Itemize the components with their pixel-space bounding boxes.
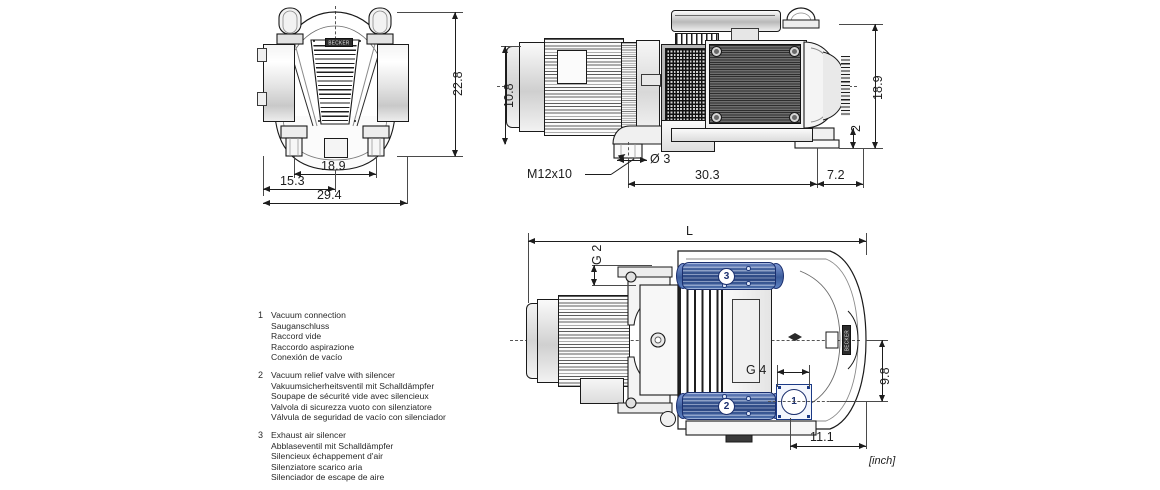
dim-front-height: 22.8 bbox=[451, 71, 465, 96]
callout-label-3: 3 bbox=[723, 270, 730, 282]
legend-line: Valvola di sicurezza vuoto con silenziat… bbox=[271, 401, 432, 412]
legend-line: Exhaust air silencer bbox=[271, 429, 346, 440]
legend-line: Vakuumsicherheitsventil mit Schalldämpfe… bbox=[271, 380, 435, 391]
dim-side-18-9: 18.9 bbox=[871, 75, 885, 100]
brand-logo-badge: BECKER bbox=[325, 38, 353, 47]
dim-top-G4: G 4 bbox=[746, 363, 767, 377]
legend-item-2: 2 Vacuum relief valve with silencer Vaku… bbox=[258, 370, 458, 423]
legend-number: 1 bbox=[258, 310, 264, 320]
front-elevation-view: BECKER bbox=[255, 0, 480, 215]
callout-label-1: 1 bbox=[791, 396, 797, 407]
dim-top-G2: G 2 bbox=[590, 244, 604, 265]
legend-line: Raccord vide bbox=[271, 331, 322, 342]
top-pump-fins bbox=[678, 277, 722, 403]
front-left-port bbox=[276, 6, 304, 46]
unit-note: [inch] bbox=[869, 455, 896, 467]
dim-front-18-9: 18.9 bbox=[321, 159, 346, 173]
exhaust-air-silencer: 3 bbox=[676, 262, 784, 290]
pump-bolt-br bbox=[789, 112, 800, 123]
callout-label-2: 2 bbox=[723, 400, 730, 412]
legend-line: Conexión de vacío bbox=[271, 352, 343, 363]
legend-number: 2 bbox=[258, 369, 264, 380]
legend: 1 Vacuum connection Sauganschluss Raccor… bbox=[258, 310, 458, 490]
legend-line: Raccordo aspirazione bbox=[271, 341, 355, 352]
front-vent-grille bbox=[313, 42, 357, 122]
legend-line: Sauganschluss bbox=[271, 320, 330, 331]
dim-side-2: 2 bbox=[849, 124, 863, 132]
pump-body-stripes bbox=[709, 44, 801, 124]
front-right-port bbox=[366, 6, 394, 46]
dim-side-7-2: 7.2 bbox=[827, 168, 845, 182]
legend-line: Abblaseventil mit Schalldämpfer bbox=[271, 440, 394, 451]
annotation-m12x10: M12x10 bbox=[527, 167, 573, 181]
dim-top-9-8: 9.8 bbox=[878, 367, 892, 385]
top-motor-terminal-box bbox=[580, 378, 624, 404]
endcap-ribs bbox=[841, 56, 850, 116]
front-center-foot bbox=[324, 138, 348, 158]
brand-logo-text: BECKER bbox=[328, 39, 350, 46]
dim-front-15-3: 15.3 bbox=[280, 174, 305, 188]
front-left-housing bbox=[263, 44, 295, 122]
legend-line: Silenciador de escape de aire bbox=[271, 472, 385, 483]
legend-line: Silencieux échappement d'air bbox=[271, 451, 383, 462]
top-plan-view: BECKER 3 2 bbox=[500, 215, 920, 480]
front-right-housing bbox=[377, 44, 409, 122]
legend-line: Vacuum connection bbox=[271, 310, 346, 320]
top-brand-logo-text: BECKER bbox=[843, 329, 850, 351]
dim-front-29-4: 29.4 bbox=[317, 188, 342, 202]
legend-item-3: 3 Exhaust air silencer Abblaseventil mit… bbox=[258, 430, 458, 483]
callout-badge-3: 3 bbox=[718, 268, 735, 285]
callout-badge-1: 1 bbox=[781, 389, 807, 415]
legend-line: Silenziatore scarico aria bbox=[271, 461, 363, 472]
callout-badge-2: 2 bbox=[718, 398, 735, 415]
side-base-rail bbox=[671, 128, 813, 142]
dim-side-10-8: 10.8 bbox=[502, 83, 516, 108]
top-small-flange bbox=[660, 411, 676, 427]
front-right-foot bbox=[362, 125, 390, 157]
pump-bolt-tl bbox=[711, 46, 722, 57]
legend-number: 3 bbox=[258, 429, 264, 440]
legend-line: Soupape de sécurité vide avec silencieux bbox=[271, 391, 429, 402]
front-left-foot bbox=[280, 125, 308, 157]
vacuum-connection-flange: 1 bbox=[776, 384, 812, 420]
motor-terminal-box bbox=[557, 50, 587, 84]
legend-line: Vacuum relief valve with silencer bbox=[271, 369, 396, 380]
side-elevation-view: 10.8 18.9 2 30.3 7.2 Ø 3 M12x10 bbox=[495, 0, 915, 210]
dim-side-30-3: 30.3 bbox=[695, 168, 720, 182]
pump-bolt-bl bbox=[711, 112, 722, 123]
drawing-sheet: BECKER bbox=[255, 0, 920, 482]
dim-top-L: L bbox=[686, 224, 694, 238]
vacuum-relief-valve-silencer: 2 bbox=[676, 392, 784, 420]
pump-bolt-tr bbox=[789, 46, 800, 57]
legend-line: Válvula de seguridad de vacío con silenc… bbox=[271, 412, 446, 423]
dim-side-diameter: Ø 3 bbox=[650, 152, 671, 166]
dim-top-11-1: 11.1 bbox=[810, 430, 834, 444]
top-brand-logo-badge: BECKER bbox=[842, 325, 851, 355]
legend-item-1: 1 Vacuum connection Sauganschluss Raccor… bbox=[258, 310, 458, 363]
